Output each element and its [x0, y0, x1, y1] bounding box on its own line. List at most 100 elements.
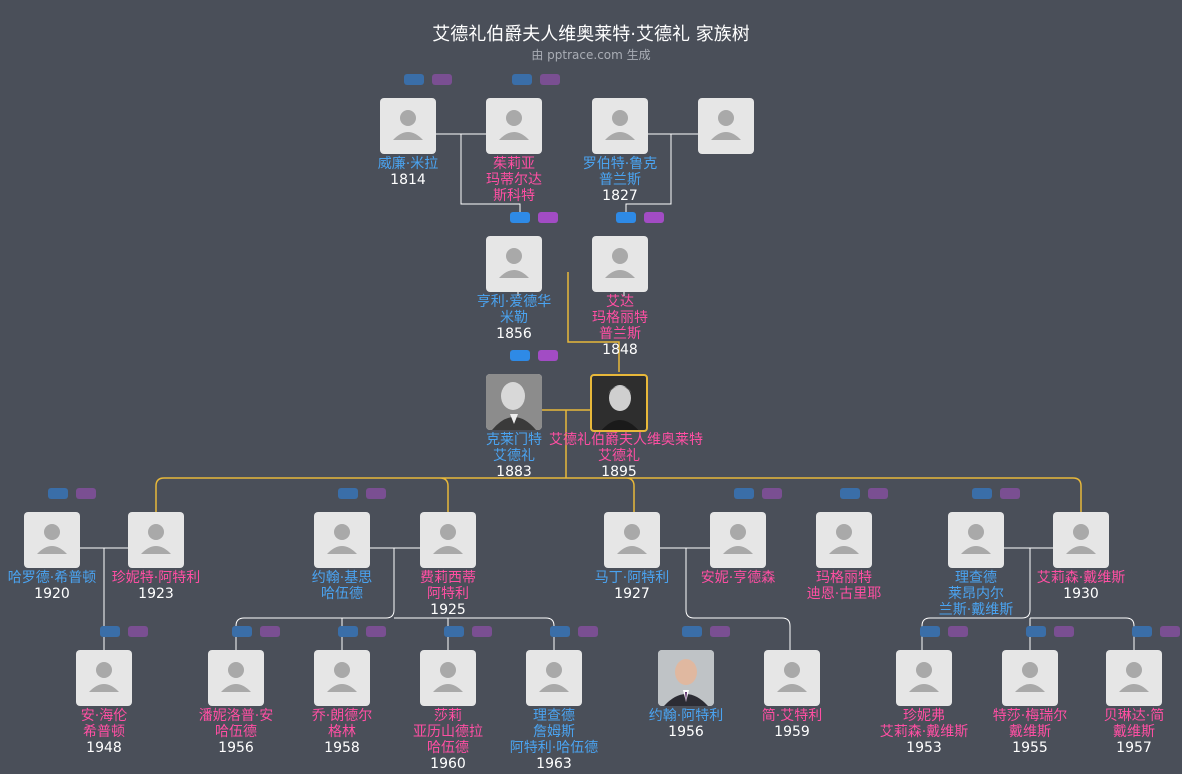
person-card-margaret[interactable] — [816, 512, 872, 568]
person-card-anne[interactable] — [710, 512, 766, 568]
add-mother-button[interactable] — [76, 488, 96, 499]
person-label[interactable]: 理查德莱昂内尔兰斯·戴维斯 — [906, 570, 1046, 618]
person-card-henry[interactable] — [486, 236, 542, 292]
add-mother-button[interactable] — [366, 626, 386, 637]
person-card-belinda[interactable] — [1106, 650, 1162, 706]
person-label[interactable]: 安妮·亨德森 — [668, 570, 808, 586]
add-father-button[interactable] — [232, 626, 252, 637]
person-name: 艾莉森·戴维斯 — [1036, 570, 1126, 586]
person-card-harold[interactable] — [24, 512, 80, 568]
add-father-button[interactable] — [512, 74, 532, 85]
person-year: 1923 — [138, 586, 174, 602]
person-placeholder-icon — [433, 662, 463, 692]
person-card-robert[interactable] — [592, 98, 648, 154]
person-card-jane[interactable] — [764, 650, 820, 706]
add-mother-button[interactable] — [762, 488, 782, 499]
person-card-teresa[interactable] — [1002, 650, 1058, 706]
person-card-ada[interactable] — [592, 236, 648, 292]
add-mother-button[interactable] — [472, 626, 492, 637]
add-father-button[interactable] — [734, 488, 754, 499]
person-label[interactable]: 约翰·基思哈伍德 — [272, 570, 412, 602]
add-father-button[interactable] — [1026, 626, 1046, 637]
person-card-felicity[interactable] — [420, 512, 476, 568]
add-father-button[interactable] — [840, 488, 860, 499]
add-father-button[interactable] — [444, 626, 464, 637]
add-father-button[interactable] — [510, 350, 530, 361]
person-card-sally[interactable] — [420, 650, 476, 706]
person-name: 马丁·阿特利 — [594, 570, 670, 586]
add-father-button[interactable] — [510, 212, 530, 223]
add-mother-button[interactable] — [538, 350, 558, 361]
person-card-julia[interactable] — [486, 98, 542, 154]
add-mother-button[interactable] — [540, 74, 560, 85]
person-card-richard-davis[interactable] — [948, 512, 1004, 568]
add-mother-button[interactable] — [578, 626, 598, 637]
person-placeholder-icon — [723, 524, 753, 554]
person-card-clement[interactable] — [486, 374, 542, 430]
add-mother-button[interactable] — [432, 74, 452, 85]
add-mother-button[interactable] — [644, 212, 664, 223]
person-placeholder-icon — [909, 662, 939, 692]
add-mother-button[interactable] — [260, 626, 280, 637]
person-label[interactable]: 玛格丽特迪恩·古里耶 — [774, 570, 914, 602]
add-father-button[interactable] — [404, 74, 424, 85]
add-mother-button[interactable] — [538, 212, 558, 223]
person-card-jo[interactable] — [314, 650, 370, 706]
add-mother-button[interactable] — [1000, 488, 1020, 499]
person-placeholder-icon — [605, 110, 635, 140]
person-card-jennifer[interactable] — [896, 650, 952, 706]
person-card-john-keith[interactable] — [314, 512, 370, 568]
add-mother-button[interactable] — [366, 488, 386, 499]
person-card-alison[interactable] — [1053, 512, 1109, 568]
add-father-button[interactable] — [550, 626, 570, 637]
add-mother-button[interactable] — [1160, 626, 1180, 637]
add-father-button[interactable] — [682, 626, 702, 637]
add-father-button[interactable] — [100, 626, 120, 637]
add-father-button[interactable] — [616, 212, 636, 223]
add-mother-button[interactable] — [710, 626, 730, 637]
add-father-button[interactable] — [920, 626, 940, 637]
person-card-robert-spouse[interactable] — [698, 98, 754, 154]
add-father-button[interactable] — [1132, 626, 1152, 637]
person-card-anne-hampton[interactable] — [76, 650, 132, 706]
person-card-penelope[interactable] — [208, 650, 264, 706]
add-mother-button[interactable] — [868, 488, 888, 499]
person-name: 希普顿 — [83, 724, 125, 740]
add-father-button[interactable] — [338, 488, 358, 499]
add-father-button[interactable] — [48, 488, 68, 499]
person-card-john-attlee[interactable] — [658, 650, 714, 706]
person-card-richard-harwood[interactable] — [526, 650, 582, 706]
person-card-william-miller[interactable] — [380, 98, 436, 154]
person-card-martin[interactable] — [604, 512, 660, 568]
add-mother-button[interactable] — [948, 626, 968, 637]
add-mother-button[interactable] — [128, 626, 148, 637]
person-card-violet[interactable] — [590, 374, 648, 432]
add-mother-button[interactable] — [1054, 626, 1074, 637]
person-label[interactable]: 茱莉亚玛蒂尔达斯科特 — [444, 156, 584, 204]
add-father-button[interactable] — [972, 488, 992, 499]
family-line — [436, 133, 521, 216]
person-card-janet[interactable] — [128, 512, 184, 568]
add-father-button[interactable] — [338, 626, 358, 637]
